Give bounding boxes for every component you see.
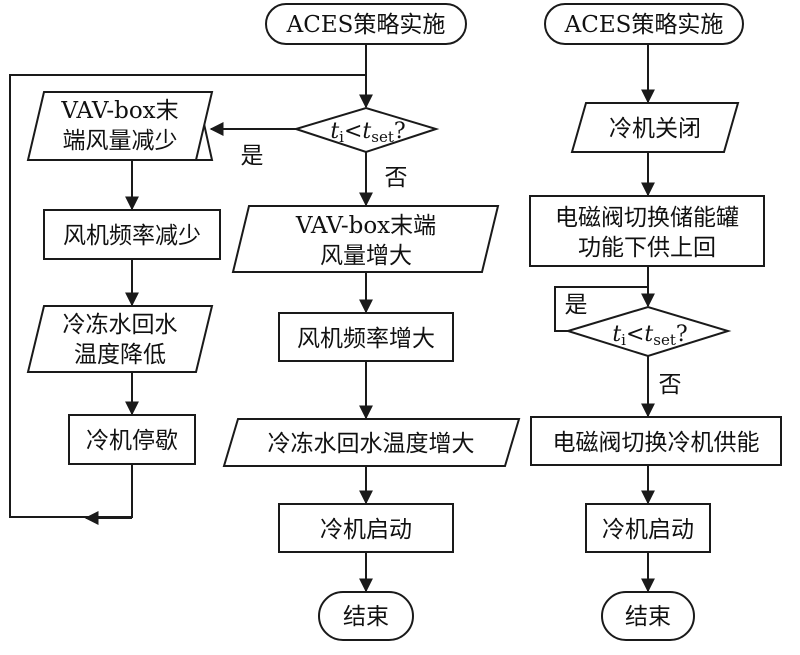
right-decision-op: < bbox=[626, 322, 644, 347]
right-step1-box bbox=[570, 102, 740, 153]
left-decision: ti<tset? bbox=[292, 106, 440, 154]
right-start-terminal: ACES策略实施 bbox=[544, 3, 744, 45]
left-decision-q: ? bbox=[394, 119, 406, 144]
left-yes-label: 是 bbox=[241, 143, 264, 169]
left-yes-step2-label: 风机频率减少 bbox=[63, 223, 201, 249]
left-no-step1-line1: VAV-box末端 bbox=[295, 213, 436, 239]
left-yes-step4-label: 冷机停歇 bbox=[86, 428, 178, 454]
right-start-label: ACES策略实施 bbox=[564, 12, 724, 38]
left-yes-step3-line1: 冷冻水回水 bbox=[63, 312, 178, 338]
left-end-label: 结束 bbox=[343, 604, 389, 630]
left-end-terminal: 结束 bbox=[318, 591, 414, 641]
left-no-label: 否 bbox=[385, 165, 408, 191]
svg-text:ti<tset?: ti<tset? bbox=[330, 119, 405, 146]
right-step2-line2: 功能下供上回 bbox=[578, 235, 716, 261]
right-no-label: 否 bbox=[659, 372, 682, 398]
right-yes-label: 是 bbox=[565, 292, 588, 318]
left-start-label: ACES策略实施 bbox=[286, 12, 446, 38]
left-no-step3-box bbox=[222, 418, 521, 467]
right-decision-ref-sub: set bbox=[653, 331, 676, 349]
left-yes-step1-box bbox=[26, 91, 214, 161]
left-no-step3-label: 冷冻水回水温度增大 bbox=[268, 431, 475, 457]
right-decision-q: ? bbox=[676, 322, 688, 347]
left-yes-step3-box bbox=[26, 305, 214, 373]
right-decision-var-sub: i bbox=[621, 331, 626, 349]
right-step1-label: 冷机关闭 bbox=[609, 116, 701, 142]
right-step3-box bbox=[530, 416, 782, 466]
right-step3-label: 电磁阀切换冷机供能 bbox=[553, 430, 760, 456]
left-no-step2-label: 风机频率增大 bbox=[297, 326, 435, 352]
left-no-step2-box bbox=[278, 312, 454, 362]
left-decision-op: < bbox=[344, 119, 362, 144]
left-decision-ref: t bbox=[362, 119, 371, 144]
left-yes-step4-box bbox=[68, 414, 196, 465]
left-decision-var-sub: i bbox=[339, 128, 344, 146]
left-yes-step2-box bbox=[43, 209, 221, 260]
left-yes-step3-line2: 温度降低 bbox=[74, 342, 166, 368]
right-step4-label: 冷机启动 bbox=[602, 517, 694, 543]
right-end-terminal: 结束 bbox=[601, 591, 695, 641]
left-decision-var: t bbox=[330, 119, 339, 144]
svg-text:ti<tset?: ti<tset? bbox=[612, 322, 687, 349]
right-yes-loop bbox=[554, 286, 648, 332]
right-step2-line1: 电磁阀切换储能罐 bbox=[555, 205, 739, 231]
left-no-step1-line2: 风量增大 bbox=[320, 243, 412, 269]
left-decision-ref-sub: set bbox=[371, 128, 394, 146]
left-yes-step1-line2: 端风量减少 bbox=[63, 128, 178, 154]
left-start-terminal: ACES策略实施 bbox=[265, 3, 467, 45]
left-yes-step1-line1: VAV-box末 bbox=[60, 98, 178, 124]
right-decision-var: t bbox=[612, 322, 621, 347]
right-decision: ti<tset? bbox=[564, 305, 732, 358]
left-no-step4-label: 冷机启动 bbox=[320, 517, 412, 543]
right-end-label: 结束 bbox=[625, 604, 671, 630]
left-no-step1-box bbox=[231, 205, 500, 273]
right-decision-ref: t bbox=[644, 322, 653, 347]
